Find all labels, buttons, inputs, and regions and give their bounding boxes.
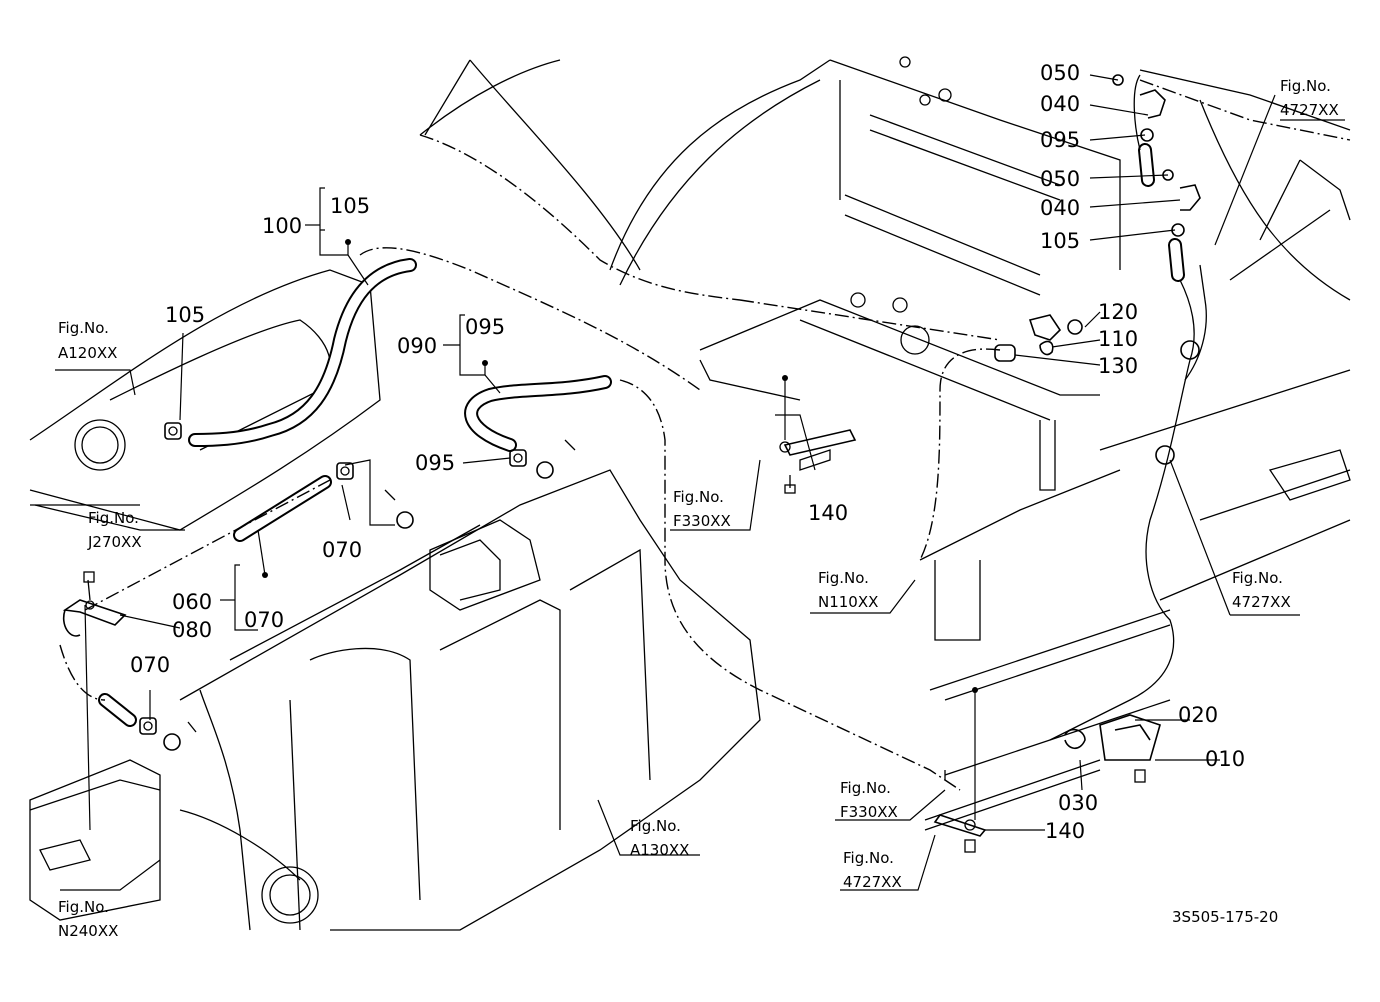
clamp-095 — [509, 449, 527, 467]
label-070-lower: 070 — [130, 653, 170, 677]
figref-j270-label: Fig.No. — [88, 509, 139, 527]
hose-100 — [188, 258, 417, 447]
drawing-code: 3S505-175-20 — [1172, 908, 1278, 926]
label-080: 080 — [172, 618, 212, 642]
fittings-right — [994, 74, 1201, 465]
figref-f330-upper-label: Fig.No. — [673, 488, 724, 506]
figure-references: Fig.No. A120XX Fig.No. J270XX Fig.No. N2… — [58, 77, 1339, 940]
label-040-mid: 040 — [1040, 196, 1080, 220]
figref-n110-label: Fig.No. — [818, 569, 869, 587]
figref-4727-top-label: Fig.No. — [1280, 77, 1331, 95]
clip-080 — [62, 571, 127, 637]
clamp-070-upper — [336, 462, 354, 480]
clamp-070-lower — [139, 717, 157, 735]
label-110: 110 — [1098, 327, 1138, 351]
figref-n240-code: N240XX — [58, 922, 118, 940]
clamp-105-left — [164, 422, 182, 440]
label-140-lower: 140 — [1045, 819, 1085, 843]
label-100: 100 — [262, 214, 302, 238]
leader-lines — [30, 74, 1345, 891]
figref-4727-top-code: 4727XX — [1280, 101, 1339, 119]
clamps — [62, 74, 1201, 853]
label-030: 030 — [1058, 791, 1098, 815]
figref-f330-lower-label: Fig.No. — [840, 779, 891, 797]
figref-f330-lower-code: F330XX — [840, 803, 898, 821]
label-040-top: 040 — [1040, 92, 1080, 116]
label-095-top: 095 — [465, 315, 505, 339]
label-120: 120 — [1098, 300, 1138, 324]
connection-lines — [59, 79, 1351, 791]
label-070-upper: 070 — [322, 538, 362, 562]
figref-4727-mid-code: 4727XX — [1232, 593, 1291, 611]
label-090: 090 — [397, 334, 437, 358]
label-105-top: 105 — [330, 194, 370, 218]
hose-090 — [464, 375, 612, 452]
fitting-upper — [163, 439, 576, 751]
figref-j270-code: J270XX — [87, 533, 142, 551]
label-070-mid: 070 — [244, 608, 284, 632]
label-105-right: 105 — [1040, 229, 1080, 253]
figref-f330-upper-code: F330XX — [673, 512, 731, 530]
label-050-top: 050 — [1040, 61, 1080, 85]
bolt-140 — [779, 429, 987, 853]
figref-n110-code: N110XX — [818, 593, 878, 611]
figref-n240-label: Fig.No. — [58, 898, 109, 916]
figref-a120-label: Fig.No. — [58, 319, 109, 337]
part-labels: 105 100 105 095 090 095 070 060 070 080 … — [130, 61, 1245, 843]
label-095-right: 095 — [1040, 128, 1080, 152]
figref-4727-lower-code: 4727XX — [843, 873, 902, 891]
hose-060 — [98, 475, 332, 727]
label-020: 020 — [1178, 703, 1218, 727]
label-140-upper: 140 — [808, 501, 848, 525]
outline-geometry — [29, 56, 1351, 931]
label-130: 130 — [1098, 354, 1138, 378]
figref-a130-code: A130XX — [630, 841, 689, 859]
label-060: 060 — [172, 590, 212, 614]
label-010: 010 — [1205, 747, 1245, 771]
bracket-010-020 — [1064, 714, 1161, 783]
label-050-mid: 050 — [1040, 167, 1080, 191]
figref-a120-code: A120XX — [58, 344, 117, 362]
figref-a130-label: Fig.No. — [630, 817, 681, 835]
label-095-mid: 095 — [415, 451, 455, 475]
figref-4727-lower-label: Fig.No. — [843, 849, 894, 867]
figref-4727-mid-label: Fig.No. — [1232, 569, 1283, 587]
label-105-left: 105 — [165, 303, 205, 327]
